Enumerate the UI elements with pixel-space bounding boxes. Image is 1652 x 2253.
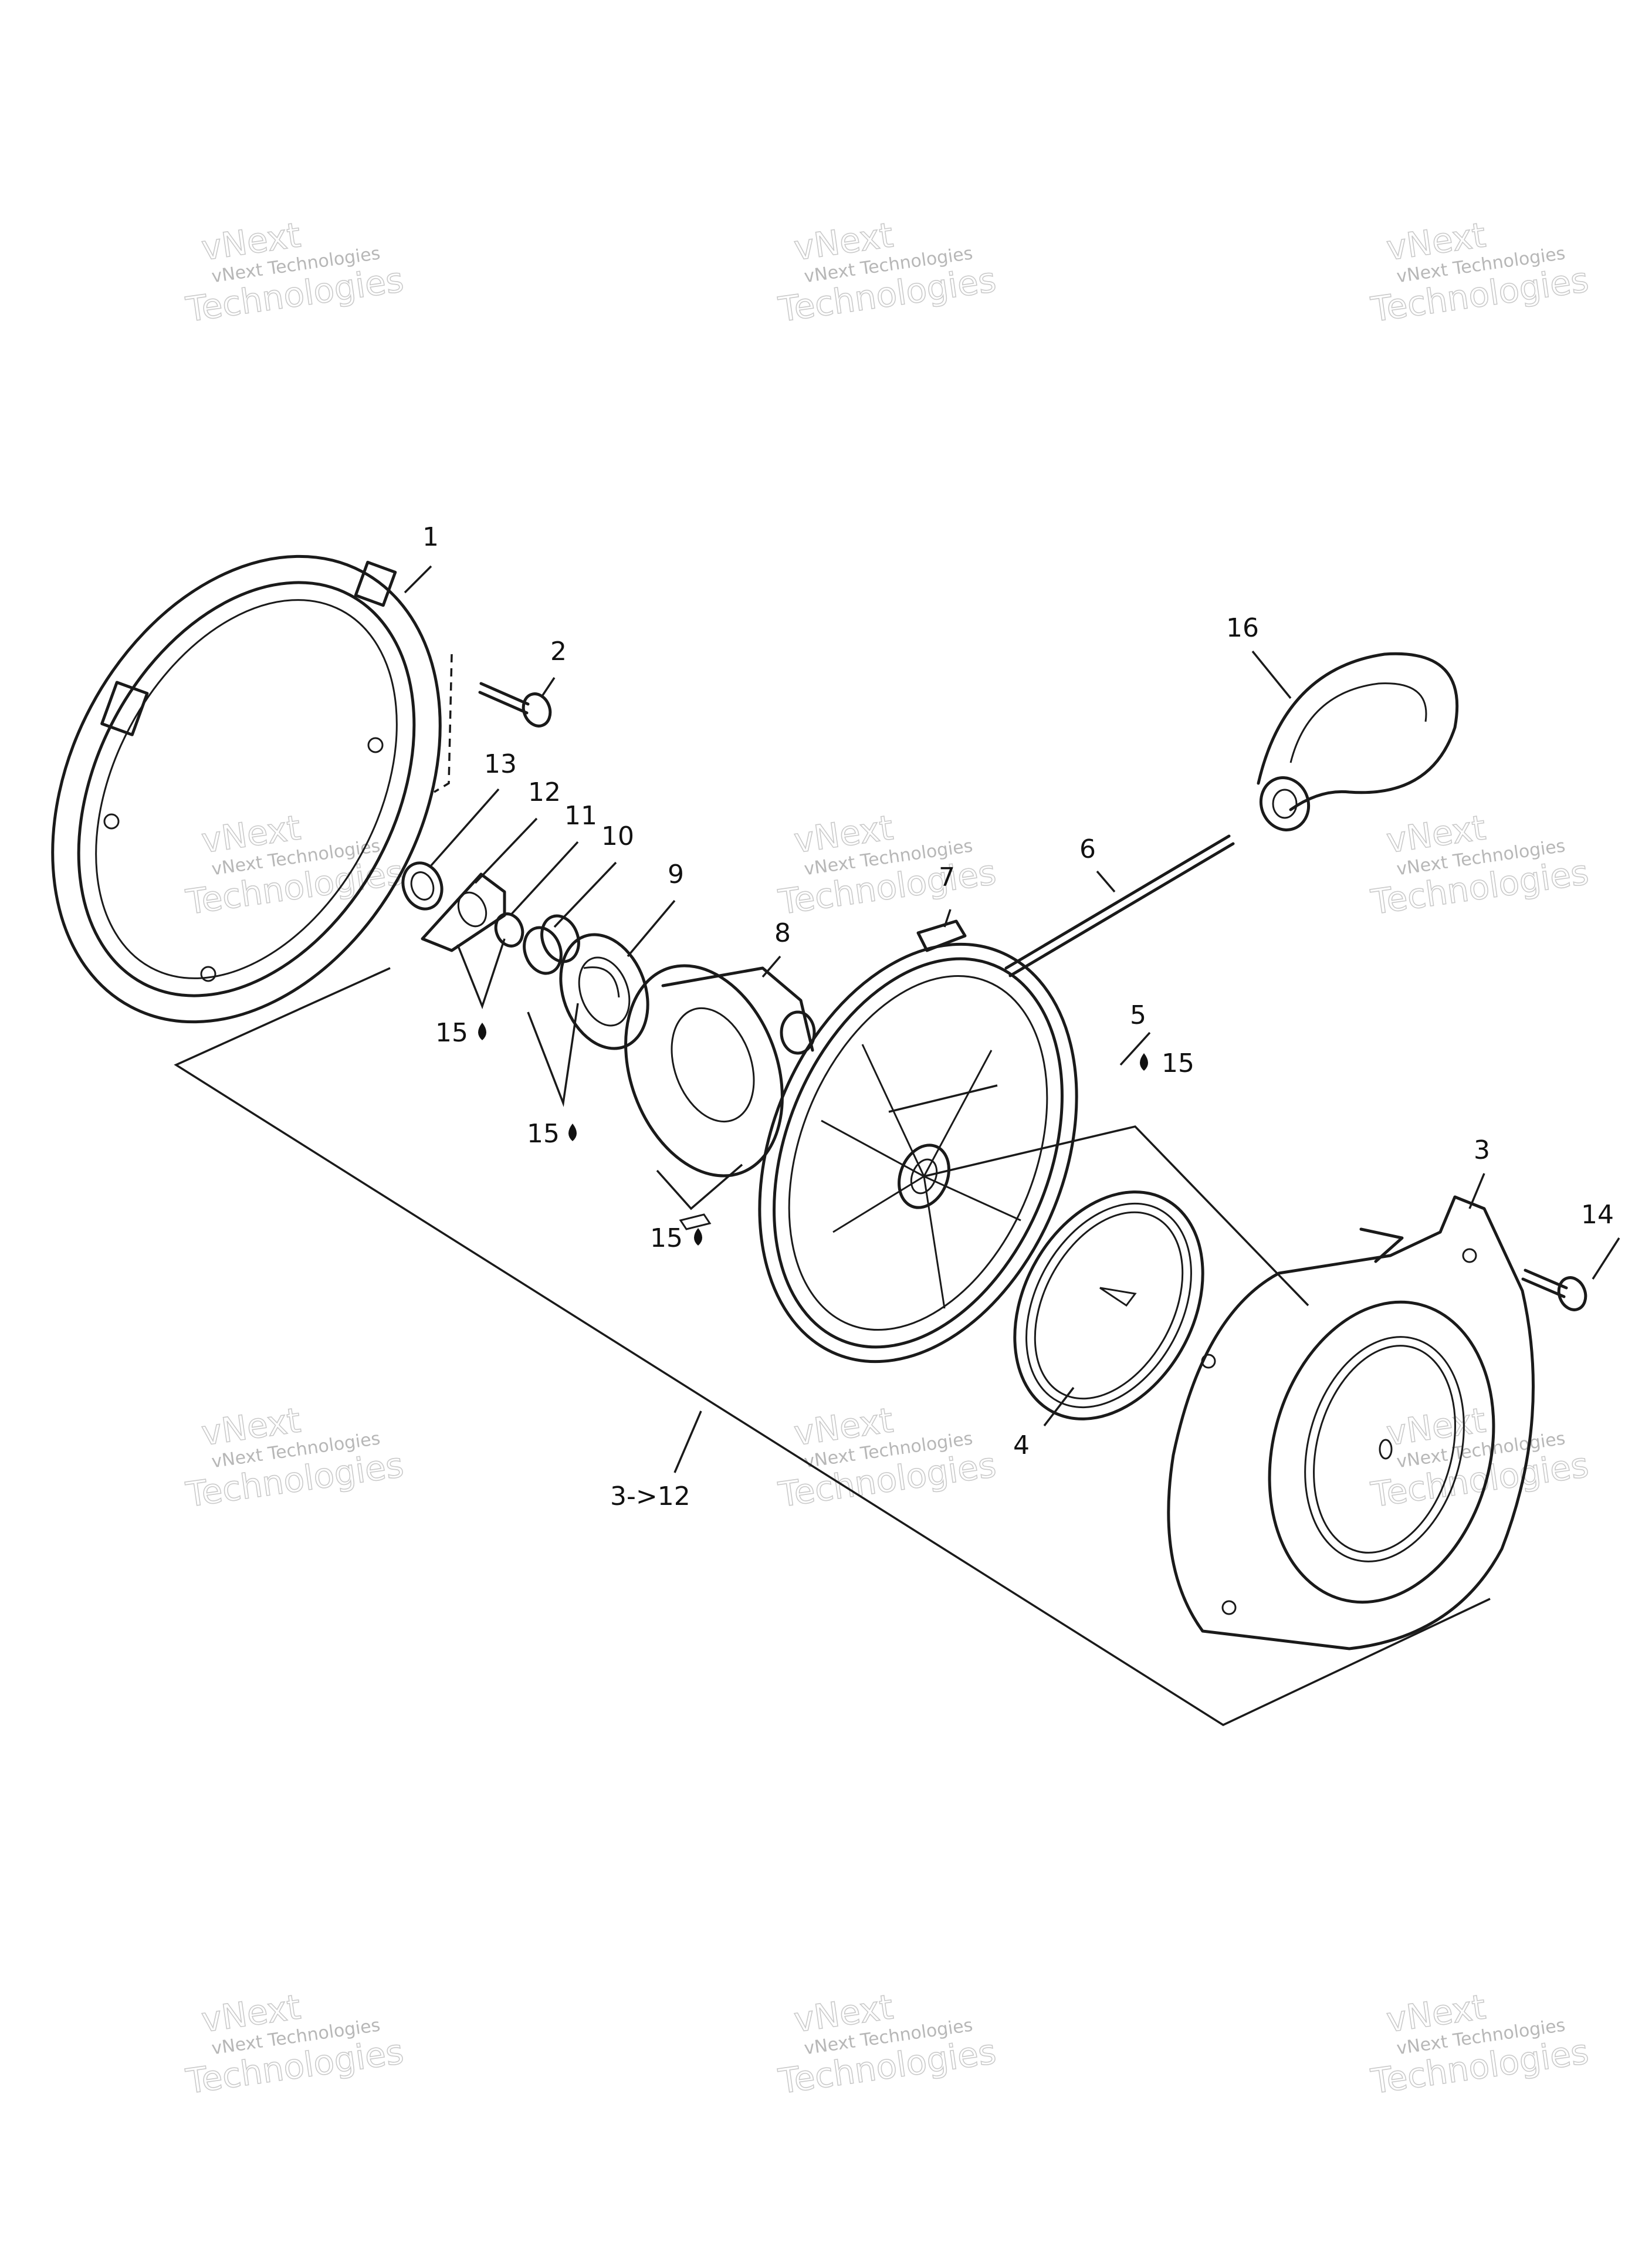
- callout-3: 3: [1474, 1135, 1490, 1165]
- oil-drop-icon: [1140, 1053, 1148, 1071]
- callout-assembly-3-12: 3->12: [610, 1481, 690, 1511]
- part-7-pawl: [916, 919, 967, 952]
- part-11-washer: [494, 912, 524, 948]
- callout-15-c: 15: [650, 1223, 683, 1253]
- callout-15-d: 15: [1162, 1048, 1194, 1078]
- callout-1: 1: [422, 522, 439, 552]
- callout-16: 16: [1226, 613, 1259, 643]
- callout-labels: 1 2 3 4 5 6 7 8 9 10 11 12 13 14 16 15 1…: [422, 522, 1614, 1511]
- oil-drop-icon: [694, 1228, 702, 1246]
- callout-2: 2: [550, 637, 567, 667]
- oil-drop-icons: [478, 1023, 1148, 1246]
- callout-7: 7: [939, 862, 955, 892]
- part-2-screw: [478, 682, 552, 728]
- part-10-bushing: [523, 914, 580, 975]
- callout-11: 11: [564, 801, 597, 831]
- oil-drop-icon: [478, 1023, 486, 1040]
- part-9-ratchet-plate: [559, 933, 649, 1050]
- part-13-seal: [401, 861, 444, 911]
- callout-14: 14: [1581, 1200, 1614, 1230]
- callout-9: 9: [668, 860, 684, 889]
- callout-15-a: 15: [435, 1018, 468, 1048]
- part-3-starter-cover: [1167, 1195, 1535, 1650]
- part-1-ring-housing: [51, 554, 442, 1024]
- assembly-bracket: [174, 967, 1491, 1726]
- callout-12: 12: [528, 777, 561, 807]
- part-14-bolt: [1521, 1268, 1587, 1311]
- part-6-rope: [1004, 834, 1235, 977]
- oil-drop-icon: [568, 1124, 577, 1141]
- callout-13: 13: [484, 749, 517, 779]
- part-16-handle: [1257, 652, 1459, 831]
- callout-5: 5: [1130, 1000, 1146, 1030]
- part-4-spring: [1013, 1190, 1204, 1420]
- callout-8: 8: [774, 918, 791, 948]
- part-5-pulley: [758, 942, 1078, 1364]
- callout-4: 4: [1013, 1430, 1030, 1460]
- part-12-plate: [421, 872, 506, 952]
- leader-lines: [404, 565, 1620, 1473]
- callout-6: 6: [1079, 834, 1096, 864]
- callout-15-b: 15: [527, 1119, 560, 1149]
- part-8-hub: [624, 964, 816, 1230]
- dash-bracket-2: [434, 654, 453, 793]
- callout-10: 10: [601, 821, 634, 851]
